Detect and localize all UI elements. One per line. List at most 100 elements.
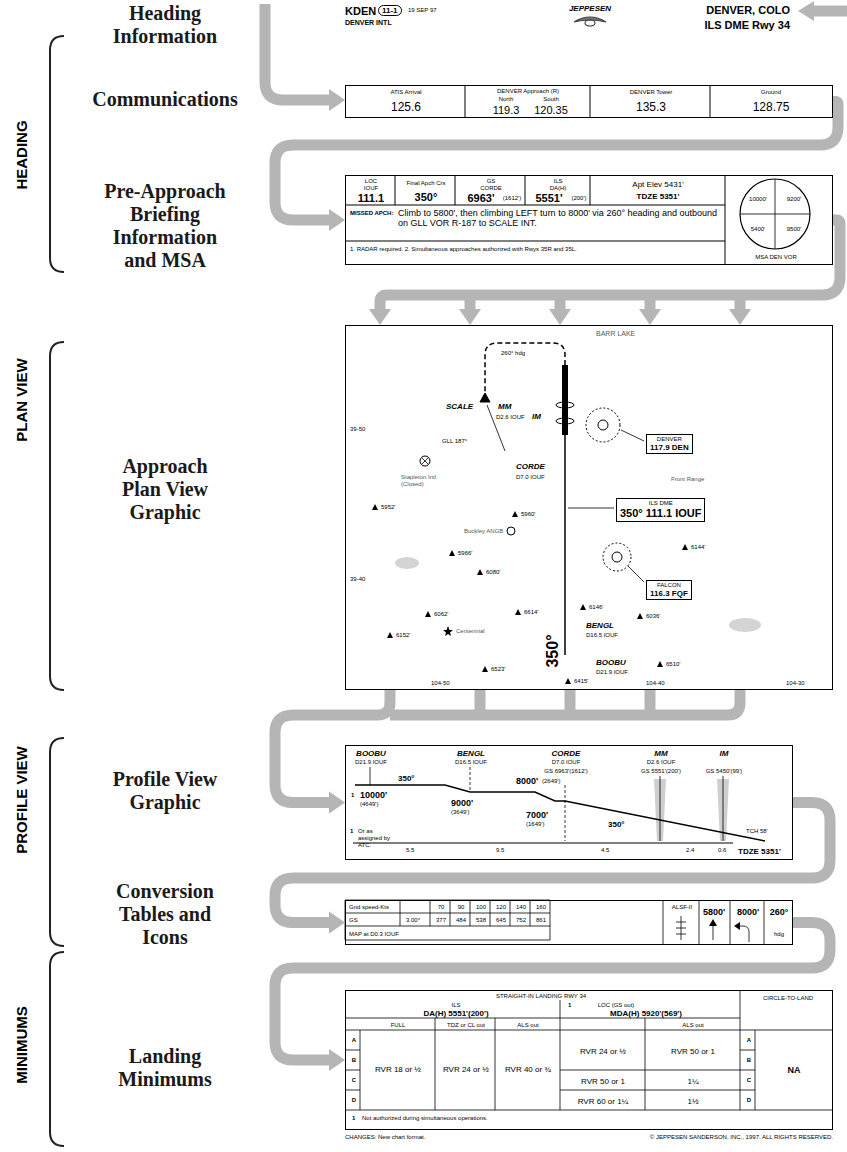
chart-text: 6523' [491,666,506,673]
chart-text: D16.5 IOUF [586,632,618,639]
chart-text: MSA DEN VOR [755,254,797,261]
flow-arrow [275,102,838,232]
msa-circle-art [740,179,810,249]
communications-box: ATIS Arrival125.6DENVER Approach (R)Nort… [345,85,833,118]
profile-art [353,767,765,843]
minimums-rules [345,990,833,1110]
chart-text: D2.6 IOUF [496,414,525,421]
chart-text: 9.5 [496,847,504,854]
flow-arrow-line [275,803,830,923]
chart-text: D [352,1097,356,1104]
chart-text: (4649') [360,801,379,808]
chart-text: 140 [516,904,526,911]
arrow-head [329,792,345,814]
table-rules [345,175,725,265]
chart-text: ILS [451,1002,460,1009]
chart-text: 645 [496,917,506,924]
chart-text: 120 [496,904,506,911]
chart-text: FALCON [650,582,688,589]
navaid-box: FALCON116.3 FQF [646,580,692,600]
chart-text: C [747,1077,751,1084]
chart-text: 111.1 [358,192,384,205]
chart-text: 120.35 [534,104,568,117]
chart-text: BARR LAKE [596,330,635,338]
chart-text: D7.0 IOUF [516,474,545,481]
chart-text: Front Range [671,476,704,483]
chart-text: 2.4 [686,847,694,854]
flow-arrow [275,803,830,934]
chart-text: 9200' [787,196,802,203]
chart-text: South [543,96,559,103]
chart-text: (1649') [526,821,545,828]
plan-view-panel: BARR LAKE260° hdgSCALEMMD2.6 IOUFIMGLL 1… [345,325,833,690]
chart-text: 104-40 [646,680,665,687]
flow-arrow-line [275,690,390,803]
chart-text: DA(H) [550,185,567,192]
chart-text: CORDE [552,749,581,758]
chart-text: 128.75 [753,101,790,115]
chart-text: RVR 40 or ¾ [505,1065,551,1074]
chart-text: CORDE [516,462,545,471]
chart-text: B [747,1057,751,1064]
chart-text: 6152' [396,632,411,639]
chart-text: (1612') [503,195,522,202]
msa-circle: 10000'9200'5400'9500'MSA DEN VOR [734,178,818,264]
chart-text: 8000' [516,776,538,786]
chart-text: 4.5 [601,847,609,854]
chart-text: 6036' [646,613,661,620]
chart-text: LOC [365,178,377,185]
chart-text: DENVER Tower [630,89,673,96]
chart-text: 6144' [691,544,706,551]
chart-text: North [499,96,514,103]
part-label: Profile View Graphic [100,768,230,814]
chart-text: 484 [456,917,466,924]
chart-text: ATIS Arrival [390,89,421,96]
chart-text: 135.3 [636,101,666,115]
chart-text: RVR 60 or 1¼ [578,1097,629,1106]
conversion-table: Gnd speed-Kts7090100120140160GS3.00°3774… [345,900,793,945]
chart-text: 260° [770,907,789,917]
chart-text: ALS out [682,1022,703,1029]
part-label: Approach Plan View Graphic [103,455,228,524]
chart-text: 350° [544,634,562,667]
chart-text: Buckley ANGB [464,528,503,535]
chart-text: 9500' [787,226,802,233]
chart-text: 6963' [467,192,494,205]
chart-text: (200') [571,195,586,202]
chart-text: D21.9 IOUF [355,759,387,766]
chart-text: Climb to 5800', then climbing LEFT turn … [398,208,720,229]
navaid-box: ILS DME350° 111.1 IOUF [616,498,705,522]
chart-text: D21.9 IOUF [596,669,628,676]
chart-text: LOC (GS out) [598,1002,635,1009]
chart-text: 538 [476,917,486,924]
chart-text: 70 [438,904,445,911]
chart-text: CORDE [480,185,502,192]
chart-text: 260° hdg [501,350,525,357]
chart-text: 6510' [666,661,681,668]
chart-text: GS [487,178,496,185]
chart-text: 5551' [535,192,562,205]
arrow-head [329,209,345,231]
chart-text: 350° [415,191,438,204]
chart-text: 10000' [360,790,387,800]
chart-text: 3.00° [406,917,420,924]
chart-text: 5960' [521,511,536,518]
approach-map [372,343,761,684]
chart-text: BENGL [457,749,485,758]
chart-index-tab: 11-1 [378,5,402,16]
chart-text: Centennial [456,628,485,635]
chart-text: Apt Elev 5431' [632,180,683,189]
flow-arrow [275,690,390,814]
chart-text: 5400' [751,226,766,233]
chart-text: NA [788,1065,801,1075]
chart-text: ALSF-II [672,904,692,911]
city-name: DENVER, COLO [706,4,790,17]
chart-text: STRAIGHT-IN LANDING RWY 34 [496,993,586,1000]
chart-text: TDZE 5351' [738,847,781,856]
chart-text: IM [720,749,729,758]
chart-text: A [747,1037,751,1044]
chart-text: 350° [398,774,415,783]
chart-text: 1. RADAR required. 2. Simultaneous appro… [350,246,722,253]
chart-text: BOOBU [596,658,626,667]
